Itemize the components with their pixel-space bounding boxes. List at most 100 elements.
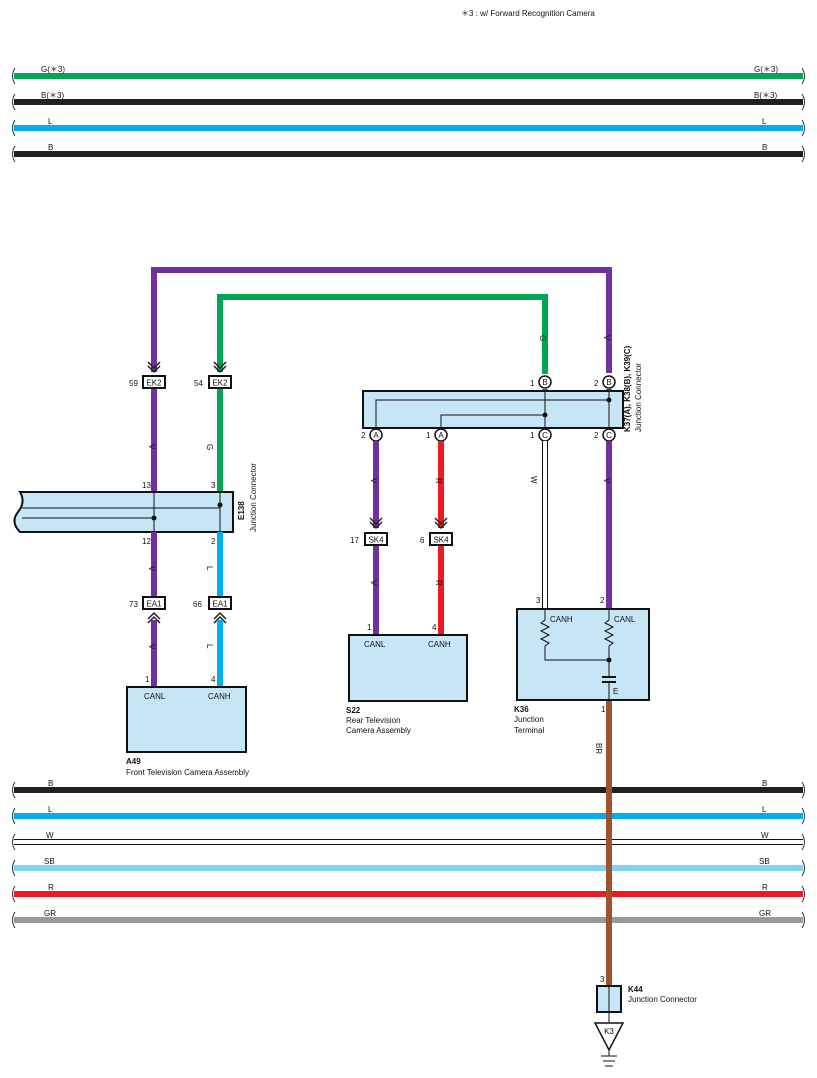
svg-text:K3: K3: [604, 1027, 614, 1036]
bus-wire-l: L L: [12, 117, 805, 137]
svg-text:Terminal: Terminal: [514, 726, 544, 735]
svg-text:B: B: [542, 378, 547, 387]
svg-text:B: B: [762, 779, 767, 788]
svg-text:CANL: CANL: [614, 615, 636, 624]
svg-text:GR: GR: [759, 909, 771, 918]
bus-wire-g3: G(＊3) G(＊3): [12, 65, 805, 85]
bottom-bus: B B L L W W SB SB R: [12, 779, 805, 929]
svg-text:W: W: [46, 831, 54, 840]
pin-b1: B 1: [530, 375, 552, 389]
k36-code: K36: [514, 705, 529, 714]
wire-label-g: G: [205, 444, 214, 450]
wire-label-w: W: [529, 476, 538, 484]
svg-text:EA1: EA1: [212, 600, 228, 609]
s22-code: S22: [346, 706, 361, 715]
wire-label-r: R: [434, 478, 443, 484]
bus-wire-gr: GR GR: [12, 909, 805, 929]
component-s22: 1 4 CANL CANH S22 Rear Television Camera…: [346, 623, 468, 735]
svg-text:R: R: [762, 883, 768, 892]
svg-text:1: 1: [367, 623, 372, 632]
bus-label-right: B(＊3): [754, 91, 777, 100]
bus-label-right: B: [762, 143, 767, 152]
a49-desc: Front Television Camera Assembly: [126, 768, 249, 777]
k37-code: K37(A), K38(B), K39(C): [623, 345, 632, 432]
wire-label-l: L: [205, 566, 214, 571]
wire-label-g: G: [538, 335, 547, 341]
svg-text:2: 2: [600, 596, 605, 605]
pin-a2: A 2: [361, 428, 383, 442]
svg-text:13: 13: [142, 481, 151, 490]
junction-e138: 13 3 12 2 E138 Junction Connector: [13, 463, 258, 546]
svg-text:59: 59: [129, 379, 138, 388]
wire-label-v: V: [147, 566, 156, 572]
svg-text:1: 1: [530, 379, 535, 388]
svg-text:B: B: [606, 378, 611, 387]
svg-text:R: R: [48, 883, 54, 892]
svg-text:12: 12: [142, 537, 151, 546]
bus-label-right: G(＊3): [754, 65, 778, 74]
wire-label-v: V: [369, 580, 378, 586]
svg-text:3: 3: [536, 596, 541, 605]
svg-text:W: W: [761, 831, 769, 840]
connector-ek2-v: EK2 59: [129, 375, 166, 389]
k44-code: K44: [628, 985, 643, 994]
e138-code: E138: [237, 501, 246, 520]
svg-text:6: 6: [420, 536, 425, 545]
wire-label-v: V: [147, 644, 156, 650]
ground-k3: K3: [593, 1022, 625, 1067]
svg-text:C: C: [606, 431, 612, 440]
svg-text:1: 1: [145, 675, 150, 684]
svg-text:L: L: [48, 805, 53, 814]
svg-text:54: 54: [194, 379, 203, 388]
bus-label-left: L: [48, 117, 53, 126]
svg-text:E: E: [613, 687, 618, 696]
bus-label-right: L: [762, 117, 767, 126]
connector-ea1-v: EA1 73: [129, 596, 166, 610]
svg-text:A: A: [438, 431, 444, 440]
wire-v-loop: [151, 267, 612, 373]
svg-text:CANH: CANH: [208, 692, 231, 701]
bus-wire-b: B B: [12, 779, 805, 799]
wire-label-l: L: [205, 644, 214, 649]
component-k36: 3 2 CANH CANL E 1 K36 Junction Terminal: [514, 596, 650, 735]
svg-text:GR: GR: [44, 909, 56, 918]
bus-wire-b3: B(＊3) B(＊3): [12, 91, 805, 111]
bus-wire-sb: SB SB: [12, 857, 805, 877]
bus-label-left: B: [48, 143, 53, 152]
junction-k44: 3 K44 Junction Connector: [596, 975, 697, 1013]
k37-desc: Junction Connector: [634, 363, 643, 432]
bus-label-left: G(＊3): [41, 65, 65, 74]
svg-text:2: 2: [594, 431, 599, 440]
wire-label-r: R: [434, 580, 443, 586]
bus-wire-r: R R: [12, 883, 805, 903]
bus-wire-b: B B: [12, 143, 805, 163]
connector-sk4-v: SK4 17: [350, 532, 388, 546]
svg-text:Camera Assembly: Camera Assembly: [346, 726, 411, 735]
wire-label-v: V: [147, 444, 156, 450]
svg-text:CANL: CANL: [364, 640, 386, 649]
wire-label-v: V: [602, 335, 611, 341]
bus-label-left: B(＊3): [41, 91, 64, 100]
pin-c1: C 1: [530, 428, 552, 442]
svg-text:B: B: [48, 779, 53, 788]
a49-code: A49: [126, 757, 141, 766]
svg-text:L: L: [762, 805, 767, 814]
svg-text:EA1: EA1: [146, 600, 162, 609]
svg-text:SB: SB: [44, 857, 55, 866]
svg-text:1: 1: [601, 705, 606, 714]
pin-a1: A 1: [426, 428, 448, 442]
svg-text:3: 3: [211, 481, 216, 490]
svg-text:C: C: [542, 431, 548, 440]
svg-text:A: A: [373, 431, 379, 440]
sk4-arrows: [369, 517, 448, 530]
wire-label-v: V: [369, 478, 378, 484]
top-bus: G(＊3) G(＊3) B(＊3) B(＊3) L L B B: [12, 65, 805, 163]
svg-text:2: 2: [594, 379, 599, 388]
component-a49: 1 4 CANL CANH A49 Front Television Camer…: [126, 675, 249, 777]
svg-text:CANH: CANH: [550, 615, 573, 624]
wire-g-loop: [217, 294, 548, 374]
svg-text:1: 1: [530, 431, 535, 440]
svg-text:17: 17: [350, 536, 359, 545]
